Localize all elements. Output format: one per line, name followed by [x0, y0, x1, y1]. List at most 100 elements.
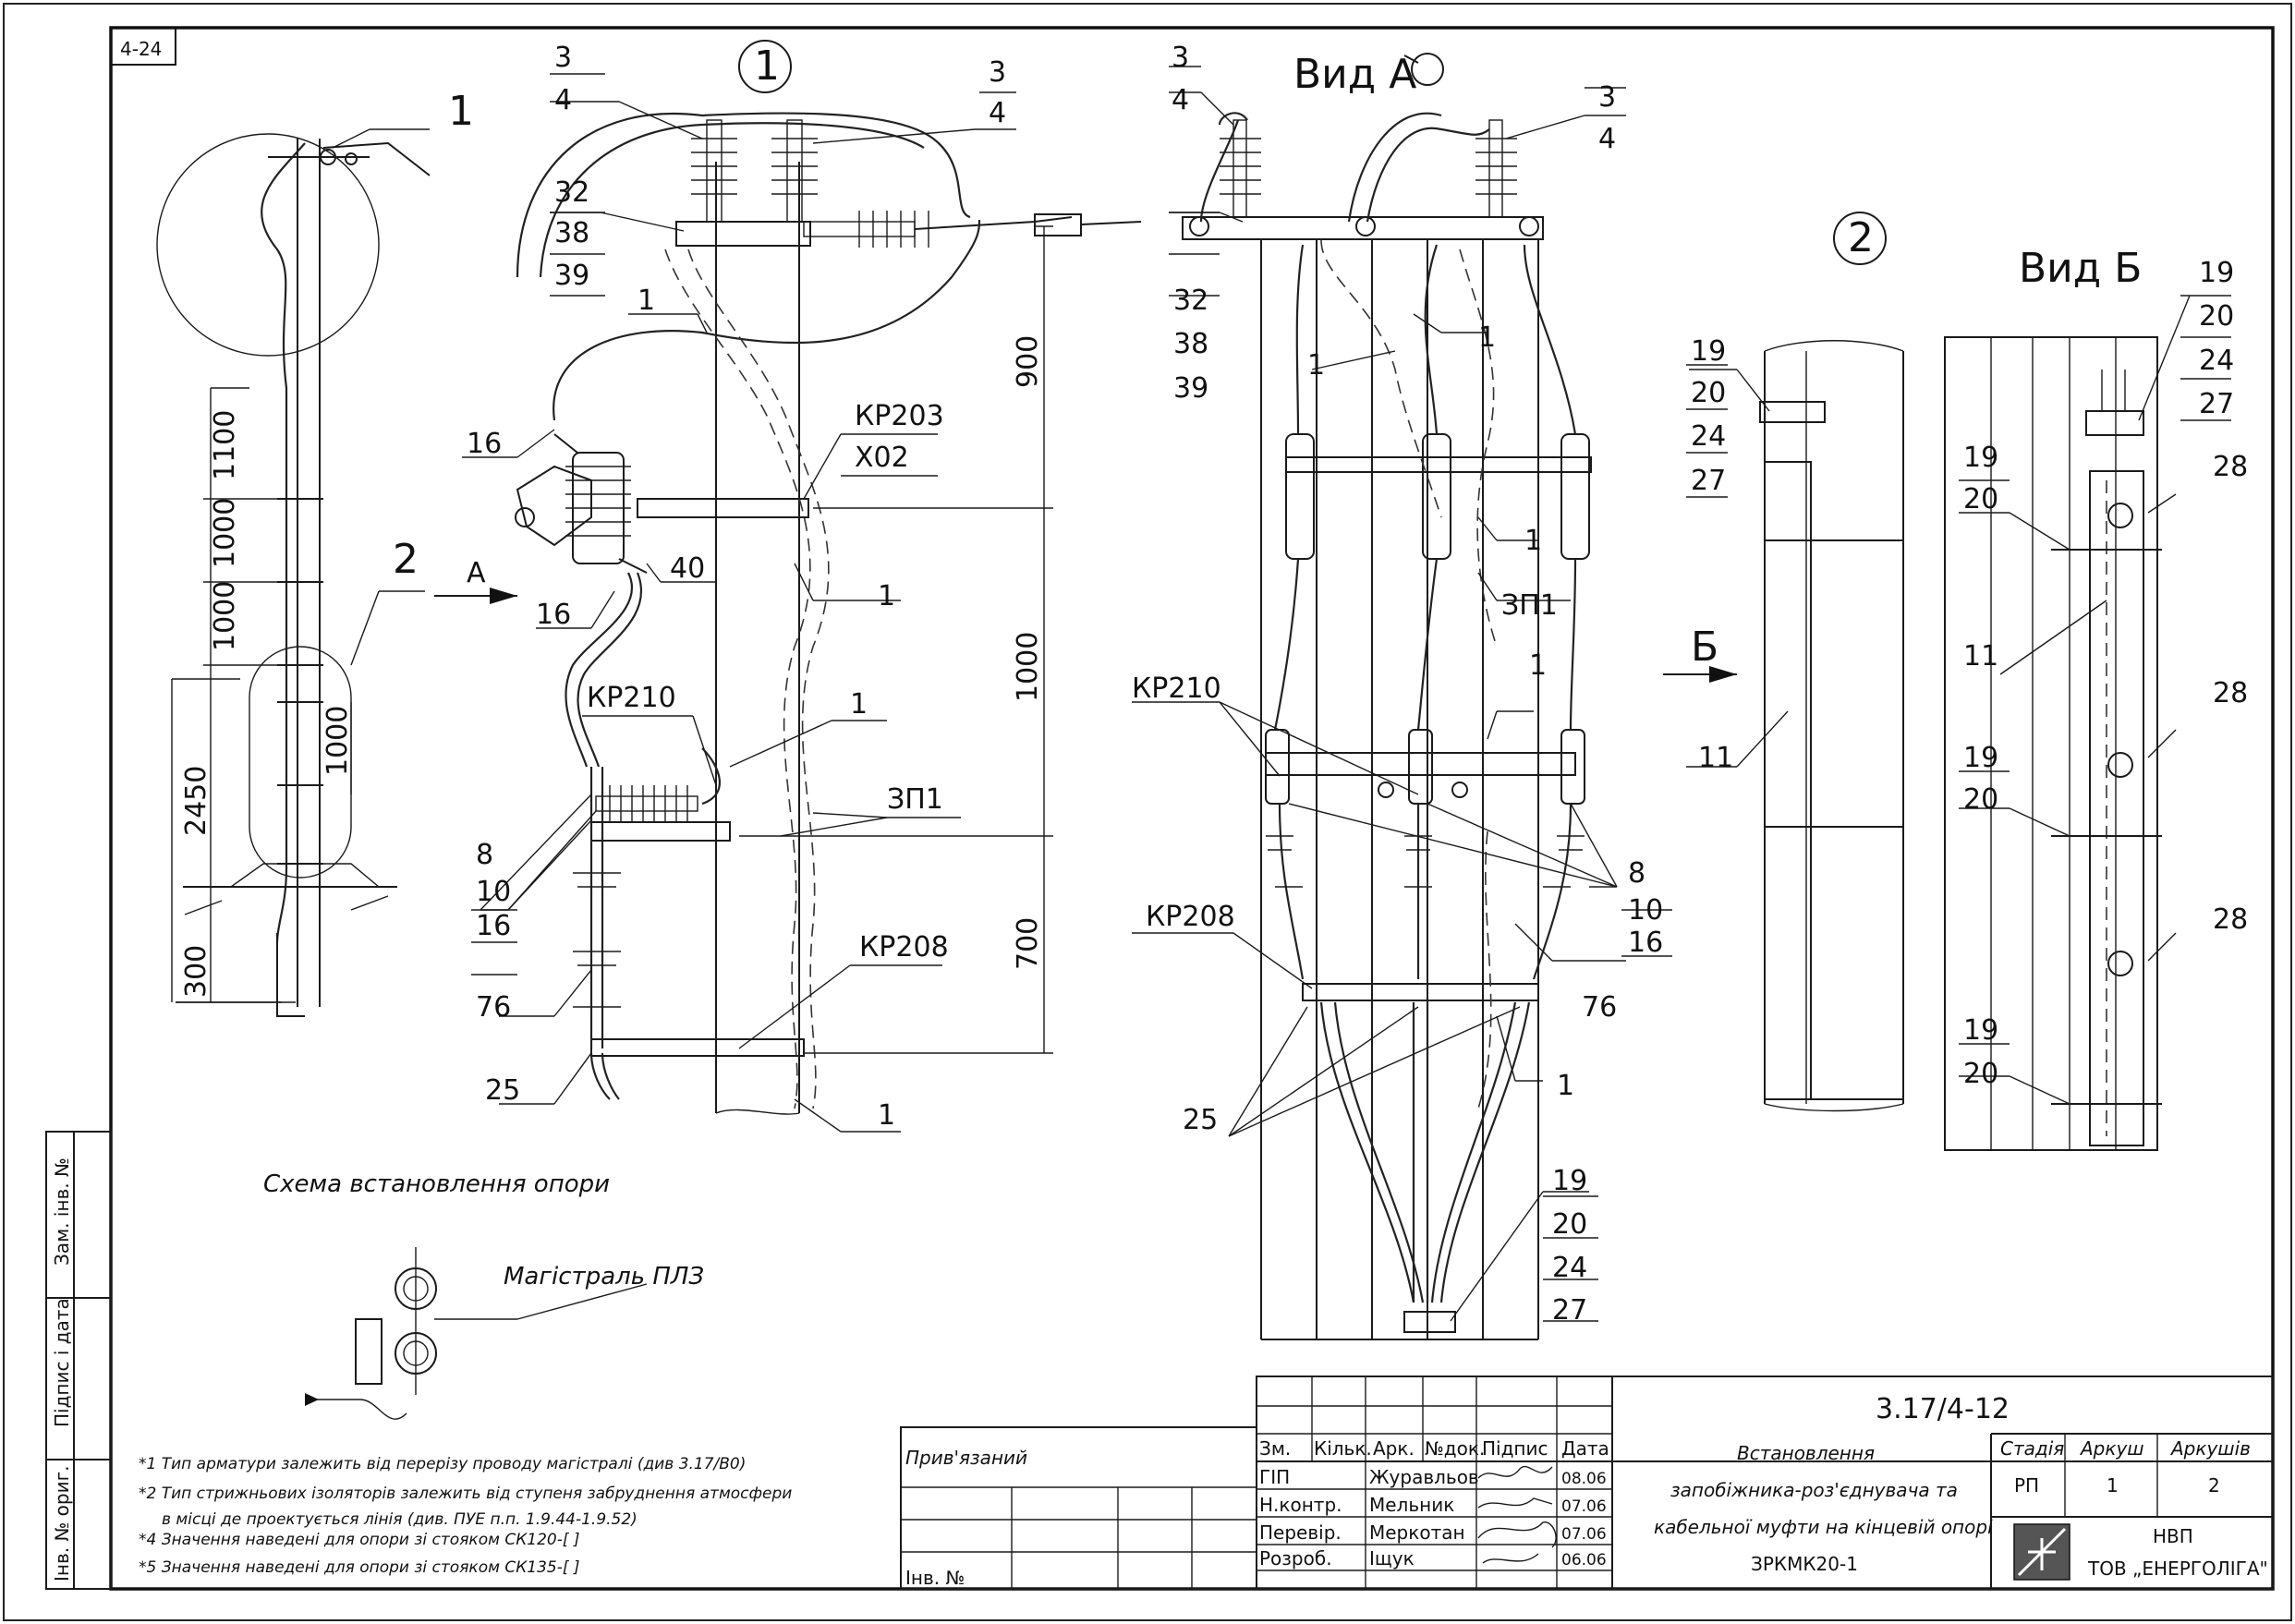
view-a-label-76: 76 — [1582, 991, 1617, 1024]
label-8-a: 8 — [476, 839, 493, 871]
view-a-label-1-e: 1 — [1557, 1070, 1574, 1102]
view-b-label-20-b: 20 — [1963, 783, 1998, 816]
label-4-right: 4 — [989, 97, 1006, 129]
legend-label: Магістраль ПЛЗ — [504, 1263, 704, 1291]
sheet-label: Аркуш — [2079, 1437, 2144, 1460]
view-a-label-24: 24 — [1552, 1252, 1587, 1284]
note-5: *5 Значення наведені для опори зі стояко… — [139, 1558, 580, 1577]
scheme-dim-1000b: 1000 — [209, 581, 241, 651]
label-16-b: 16 — [536, 599, 571, 631]
dim-1000: 1000 — [1012, 632, 1044, 702]
stage-label: Стадія — [2000, 1437, 2064, 1460]
col-kilk: Кільк. — [1314, 1437, 1372, 1460]
label-39: 39 — [554, 260, 589, 292]
detail-2-view-b: 2 Вид Б Б — [1663, 212, 2248, 1151]
sheet-value: 1 — [2107, 1474, 2119, 1497]
view-a-label-1-b: 1 — [1478, 321, 1496, 354]
arrow-a-label: А — [467, 557, 486, 589]
title-block: Прив'язаний Інв. № Зм. Кільк. Арк. №док.… — [900, 1376, 2274, 1590]
row-perevir-name: Меркотан — [1369, 1521, 1465, 1544]
col-ark: Арк. — [1373, 1437, 1415, 1460]
view-a-label-1-d: 1 — [1529, 649, 1547, 682]
company-logo — [2013, 1523, 2070, 1581]
view-a-label-39: 39 — [1173, 372, 1208, 405]
detail-2-label-11: 11 — [1698, 742, 1733, 774]
view-b-label-19-a: 19 — [1963, 442, 1998, 474]
label-38: 38 — [554, 217, 589, 249]
description-line-3: кабельної муфти на кінцевій опорі — [1654, 1516, 1993, 1538]
footnotes: *1 Тип арматури залежить від перерізу пр… — [139, 1455, 792, 1577]
view-a-label-19: 19 — [1552, 1165, 1587, 1197]
description-line-1: Встановлення — [1737, 1442, 1875, 1464]
label-76-a: 76 — [476, 991, 511, 1024]
detail-2-label-24: 24 — [1691, 420, 1726, 453]
dim-700: 700 — [1012, 917, 1044, 970]
label-3-right: 3 — [989, 56, 1006, 89]
row-nkontr-role: Н.контр. — [1259, 1494, 1342, 1516]
view-a-label-kp210: КР210 — [1132, 673, 1221, 705]
row-perevir-date: 07.06 — [1561, 1525, 1607, 1544]
stage-value: РП — [2014, 1474, 2039, 1497]
col-data: Дата — [1561, 1437, 1609, 1460]
view-a-label-10: 10 — [1628, 894, 1663, 927]
inv-no-label: Інв. № — [905, 1567, 965, 1589]
detail-2-number: 2 — [1848, 214, 1874, 261]
view-a-label-4-right: 4 — [1598, 123, 1616, 155]
row-nkontr-date: 07.06 — [1561, 1497, 1607, 1516]
view-b-label-20-c: 20 — [1963, 1058, 1998, 1090]
label-32: 32 — [554, 176, 589, 209]
signature-2 — [1477, 1497, 1553, 1509]
row-gip-role: ГІП — [1259, 1466, 1290, 1488]
view-1-circle — [738, 40, 792, 93]
view-a-label-38: 38 — [1173, 328, 1208, 360]
row-nkontr-name: Мельник — [1369, 1494, 1454, 1516]
sheets-value: 2 — [2208, 1474, 2220, 1497]
view-b-title: Вид Б — [2019, 245, 2142, 292]
legend-pl3-mainline: Магістраль ПЛЗ — [305, 1247, 704, 1420]
view-a-label-1-a: 1 — [1307, 349, 1325, 382]
view-b-label-24-top: 24 — [2199, 345, 2234, 377]
label-25-a: 25 — [485, 1074, 520, 1107]
note-4: *4 Значення наведені для опори зі стояко… — [139, 1531, 580, 1549]
company-line-1: НВП — [2153, 1525, 2193, 1547]
view-b-label-11: 11 — [1963, 640, 1998, 673]
label-4-left: 4 — [554, 84, 572, 116]
scheme-dim-1100: 1100 — [209, 410, 241, 480]
detail-2-label-20: 20 — [1691, 377, 1726, 409]
detail-2-label-27: 27 — [1691, 465, 1726, 497]
label-16-c: 16 — [476, 910, 511, 942]
view-a-label-3-right: 3 — [1598, 81, 1616, 114]
label-kp210-a: КР210 — [587, 682, 676, 714]
col-zm: Зм. — [1259, 1437, 1291, 1460]
arrow-b-label: Б — [1691, 624, 1718, 671]
scheme-dim-1000c: 1000 — [322, 706, 354, 776]
main-view-1: 1 — [462, 40, 1142, 1133]
detail-circle-1 — [156, 133, 380, 357]
description-line-2: запобіжника-роз'єднувача та — [1670, 1479, 1958, 1501]
side-stamp: Зам. інв. № Підпис і дата Інв. № ориг. — [45, 1131, 112, 1590]
view-a-label-25: 25 — [1183, 1104, 1218, 1136]
view-a-label-32: 32 — [1173, 285, 1208, 317]
sheets-label: Аркушів — [2169, 1437, 2251, 1460]
scheme-label-2: 2 — [393, 536, 419, 583]
label-kp203: КР203 — [855, 400, 944, 432]
signature-3 — [1477, 1521, 1557, 1548]
row-gip-name: Журавльов — [1369, 1466, 1479, 1488]
view-b-label-20-a: 20 — [1963, 483, 1998, 515]
view-b-label-20-top: 20 — [2199, 300, 2234, 333]
note-1: *1 Тип арматури залежить від перерізу пр… — [139, 1455, 746, 1473]
view-b-label-28-c: 28 — [2213, 903, 2248, 936]
view-a: Вид А — [1132, 42, 1672, 1340]
row-perevir-role: Перевір. — [1259, 1521, 1342, 1544]
installation-scheme: 1100 1000 1000 2450 1000 300 1 2 Схема в… — [156, 88, 610, 1198]
label-40: 40 — [670, 552, 705, 585]
label-16-a: 16 — [467, 428, 502, 460]
label-3-left: 3 — [554, 42, 572, 74]
col-ndok: №док. — [1425, 1437, 1485, 1460]
label-10-a: 10 — [476, 876, 511, 908]
view-b-label-28-b: 28 — [2213, 677, 2248, 709]
description-line-4: ЗРКМК20-1 — [1751, 1553, 1858, 1575]
side-stamp-original: Інв. № ориг. — [51, 1466, 73, 1582]
view-a-label-16: 16 — [1628, 927, 1663, 959]
